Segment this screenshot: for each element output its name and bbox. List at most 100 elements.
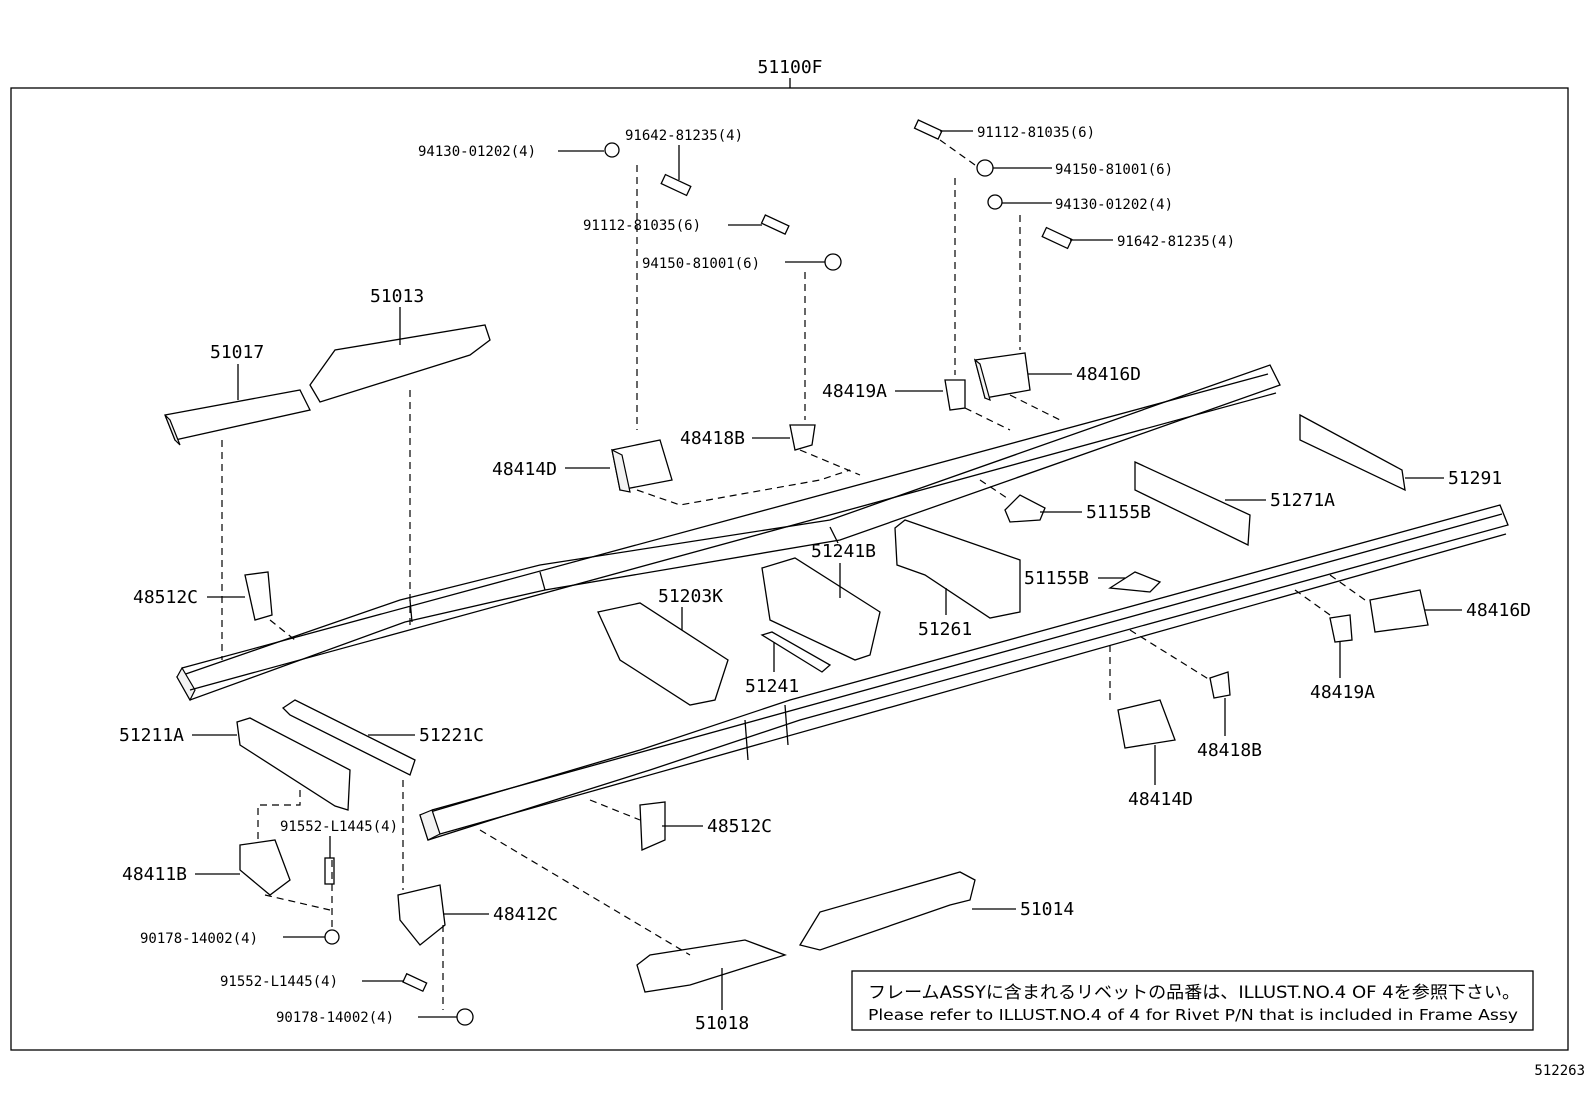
part-51017 [164, 389, 311, 446]
svg-text:51221C: 51221C [419, 725, 484, 746]
svg-text:48414D: 48414D [1128, 789, 1193, 810]
rivet-note-box: フレームASSYに含まれるリベットの品番は、ILLUST.NO.4 OF 4を参… [851, 970, 1534, 1031]
svg-text:48418B: 48418B [680, 428, 745, 449]
fastener-nut-94130-left [604, 142, 620, 158]
fastener-bolt-91642-left [660, 173, 692, 197]
svg-text:94130-01202(4): 94130-01202(4) [418, 144, 536, 160]
callout-94150-81001-b: 94150-81001(6) [993, 162, 1173, 178]
callout-48512C-b: 48512C [662, 816, 772, 837]
callout-94150-81001-a: 94150-81001(6) [642, 256, 825, 272]
svg-text:91552-L1445(4): 91552-L1445(4) [280, 819, 398, 835]
svg-text:48416D: 48416D [1076, 364, 1141, 385]
alignment-lines [221, 139, 1366, 1010]
fastener-nut-94150-left [824, 253, 842, 271]
fastener-bolt-91552-b [402, 972, 428, 993]
svg-text:94150-81001(6): 94150-81001(6) [1055, 162, 1173, 178]
svg-text:51155B: 51155B [1086, 502, 1151, 523]
svg-text:51241: 51241 [745, 676, 799, 697]
svg-text:48512C: 48512C [707, 816, 772, 837]
callout-51155B-b: 51155B [1024, 568, 1125, 589]
fastener-bolt-91642-right [1041, 226, 1073, 250]
callout-51241: 51241 [745, 642, 799, 697]
part-51261 [894, 519, 1021, 619]
callout-51271A: 51271A [1225, 490, 1335, 511]
callout-94130-01202-b: 94130-01202(4) [1002, 197, 1173, 213]
part-51221C [281, 699, 416, 776]
svg-text:48416D: 48416D [1466, 600, 1531, 621]
callout-48419A-b: 48419A [1310, 642, 1375, 703]
callout-94130-01202-a: 94130-01202(4) [418, 144, 604, 160]
svg-text:51291: 51291 [1448, 468, 1502, 489]
callout-91642-81235-b: 91642-81235(4) [1070, 234, 1235, 250]
svg-text:51261: 51261 [918, 619, 972, 640]
callout-91112-81035-a: 91112-81035(6) [583, 218, 762, 234]
callout-90178-14002-b: 90178-14002(4) [276, 1010, 457, 1026]
callout-51221C: 51221C [368, 725, 484, 746]
svg-text:91552-L1445(4): 91552-L1445(4) [220, 974, 338, 990]
part-51241 [760, 631, 832, 673]
callout-91642-81235-a: 91642-81235(4) [625, 128, 743, 180]
figure-id: 512263 [1534, 1063, 1585, 1079]
svg-text:48414D: 48414D [492, 459, 557, 480]
svg-text:94130-01202(4): 94130-01202(4) [1055, 197, 1173, 213]
svg-text:90178-14002(4): 90178-14002(4) [276, 1010, 394, 1026]
note-japanese: フレームASSYに含まれるリベットの品番は、ILLUST.NO.4 OF 4を参… [868, 983, 1520, 1003]
callout-51017: 51017 [210, 342, 264, 400]
callout-51261: 51261 [918, 588, 972, 640]
note-english: Please refer to ILLUST.NO.4 of 4 for Riv… [868, 1006, 1518, 1024]
part-48414D-upper [611, 439, 673, 493]
callout-51155B-a: 51155B [1040, 502, 1151, 523]
part-48512C-left [244, 571, 273, 621]
part-51271A [1134, 460, 1251, 547]
callout-48411B: 48411B [122, 864, 240, 885]
callout-51211A: 51211A [119, 725, 237, 746]
assembly-frame-border [10, 87, 1569, 1051]
part-48418B-upper [789, 424, 816, 451]
part-51241B [761, 557, 881, 661]
part-48412C [397, 884, 446, 946]
callout-48412C: 48412C [443, 904, 558, 925]
svg-text:48418B: 48418B [1197, 740, 1262, 761]
part-51155B-upper [1004, 494, 1046, 523]
part-51203K [597, 602, 729, 706]
part-48418B-right [1209, 671, 1231, 699]
part-48411B [239, 839, 291, 896]
callout-48418B-a: 48418B [680, 428, 790, 449]
fastener-bolt-91112-left [760, 214, 790, 235]
part-51018 [636, 939, 787, 993]
svg-text:51241B: 51241B [811, 541, 876, 562]
callout-51241B: 51241B [811, 541, 876, 598]
svg-text:91642-81235(4): 91642-81235(4) [1117, 234, 1235, 250]
callout-48416D-b: 48416D [1425, 600, 1531, 621]
part-51291 [1299, 413, 1406, 492]
part-48419A-upper [944, 379, 966, 411]
callout-48512C-a: 48512C [133, 587, 245, 608]
left-side-rail [176, 364, 1281, 702]
callout-51014: 51014 [972, 899, 1074, 920]
svg-text:48419A: 48419A [1310, 682, 1375, 703]
callout-48414D-b: 48414D [1128, 745, 1193, 810]
svg-text:51211A: 51211A [119, 725, 184, 746]
part-51155B-lower [1108, 571, 1162, 593]
svg-text:48512C: 48512C [133, 587, 198, 608]
fastener-nut-90178-b [456, 1008, 474, 1026]
svg-text:48419A: 48419A [822, 381, 887, 402]
part-48416D-upper [973, 352, 1031, 402]
callout-91112-81035-b: 91112-81035(6) [940, 125, 1095, 141]
svg-text:51017: 51017 [210, 342, 264, 363]
fastener-nut-94130-right [987, 194, 1003, 210]
callout-51013: 51013 [370, 286, 424, 345]
svg-text:48411B: 48411B [122, 864, 187, 885]
svg-text:91112-81035(6): 91112-81035(6) [583, 218, 701, 234]
assembly-label: 51100F [757, 57, 822, 78]
fastener-nut-90178-a [324, 929, 340, 945]
callout-48416D-a: 48416D [1028, 364, 1141, 385]
svg-text:51014: 51014 [1020, 899, 1074, 920]
part-48414D-right [1117, 699, 1176, 749]
svg-text:51013: 51013 [370, 286, 424, 307]
callout-48418B-b: 48418B [1197, 698, 1262, 761]
svg-text:90178-14002(4): 90178-14002(4) [140, 931, 258, 947]
callout-48414D-a: 48414D [492, 459, 610, 480]
callout-48419A-a: 48419A [822, 381, 943, 402]
part-48512C-right [639, 801, 666, 851]
